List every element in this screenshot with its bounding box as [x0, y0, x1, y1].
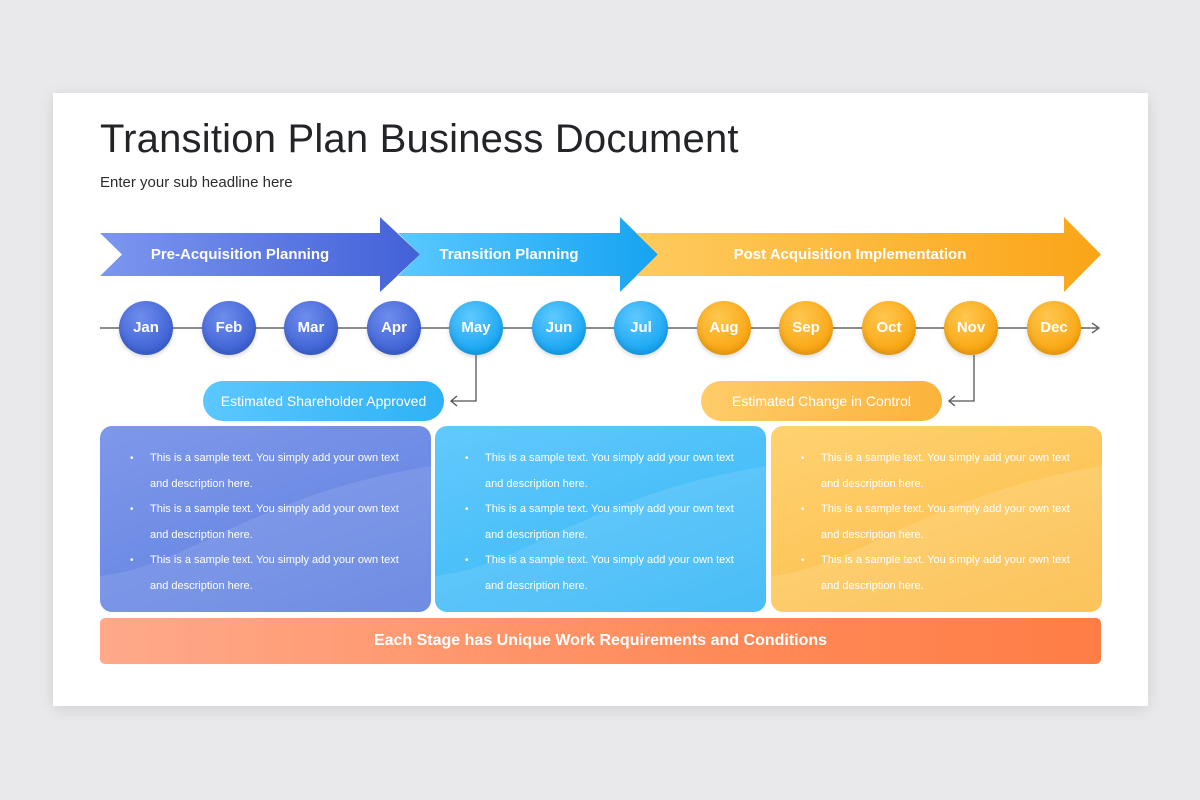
month-jan: Jan	[119, 301, 173, 355]
month-sep: Sep	[779, 301, 833, 355]
bullet-list: This is a sample text. You simply add yo…	[435, 426, 766, 599]
stage-label: Transition Planning	[439, 246, 579, 263]
month-aug: Aug	[697, 301, 751, 355]
month-jul: Jul	[614, 301, 668, 355]
list-item: This is a sample text. You simply add yo…	[465, 446, 752, 497]
list-item: This is a sample text. You simply add yo…	[130, 548, 417, 599]
stage-arrow-transition: Transition Planning	[398, 217, 658, 292]
timeline-axis	[100, 322, 1101, 334]
footer-banner: Each Stage has Unique Work Requirements …	[100, 618, 1101, 664]
list-item: This is a sample text. You simply add yo…	[465, 548, 752, 599]
list-item: This is a sample text. You simply add yo…	[801, 446, 1088, 497]
bullet-list: This is a sample text. You simply add yo…	[771, 426, 1102, 599]
page-subtitle: Enter your sub headline here	[100, 174, 293, 191]
stage-card-transition: This is a sample text. You simply add yo…	[435, 426, 766, 612]
month-feb: Feb	[202, 301, 256, 355]
milestone-change-in-control: Estimated Change in Control	[701, 381, 942, 421]
stage-card-post-acquisition: This is a sample text. You simply add yo…	[771, 426, 1102, 612]
month-jun: Jun	[532, 301, 586, 355]
stage-card-pre-acquisition: This is a sample text. You simply add yo…	[100, 426, 431, 612]
list-item: This is a sample text. You simply add yo…	[130, 497, 417, 548]
month-mar: Mar	[284, 301, 338, 355]
month-dec: Dec	[1027, 301, 1081, 355]
list-item: This is a sample text. You simply add yo…	[801, 548, 1088, 599]
list-item: This is a sample text. You simply add yo…	[130, 446, 417, 497]
stage-arrow-post-acquisition: Post Acquisition Implementation	[636, 217, 1101, 292]
bullet-list: This is a sample text. You simply add yo…	[100, 426, 431, 599]
month-may: May	[449, 301, 503, 355]
month-nov: Nov	[944, 301, 998, 355]
month-apr: Apr	[367, 301, 421, 355]
milestone-shareholder-approved: Estimated Shareholder Approved	[203, 381, 444, 421]
stage-arrow-pre-acquisition: Pre-Acquisition Planning	[100, 217, 420, 292]
stage-label: Pre-Acquisition Planning	[150, 246, 330, 263]
list-item: This is a sample text. You simply add yo…	[465, 497, 752, 548]
page-title: Transition Plan Business Document	[100, 117, 739, 161]
month-oct: Oct	[862, 301, 916, 355]
slide: Transition Plan Business Document Enter …	[53, 93, 1148, 706]
stage-label: Post Acquisition Implementation	[733, 246, 967, 263]
list-item: This is a sample text. You simply add yo…	[801, 497, 1088, 548]
